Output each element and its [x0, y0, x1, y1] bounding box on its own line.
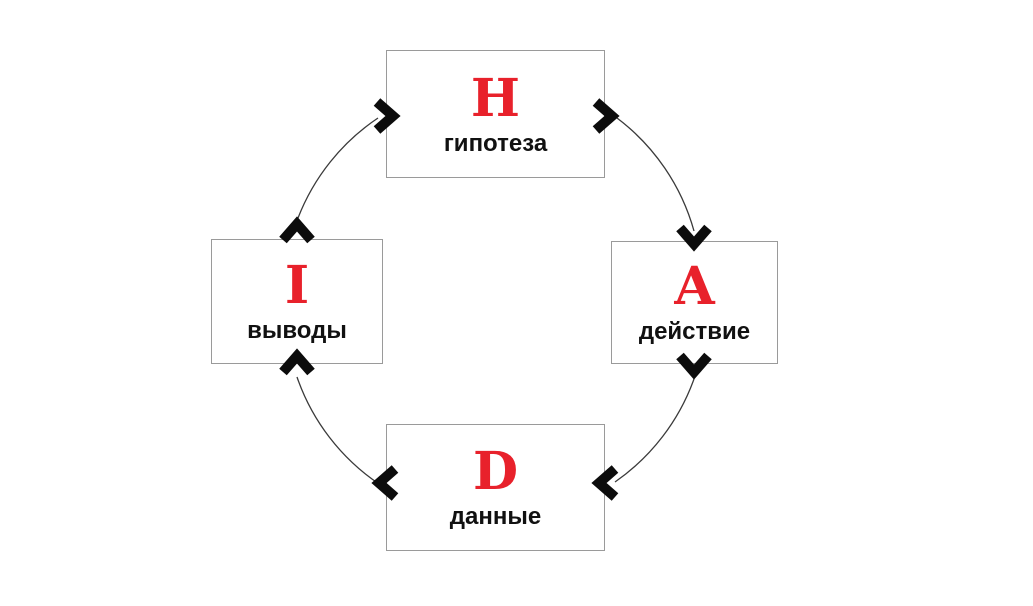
node-hypothesis-label: гипотеза: [443, 129, 548, 157]
node-hypothesis-letter: H: [470, 67, 521, 129]
node-hypothesis: H гипотеза: [386, 50, 605, 178]
node-action: A действие: [611, 241, 778, 364]
connector-data-to-insights: [296, 376, 380, 485]
connector-insights-to-hypothesis: [297, 117, 379, 219]
node-insights: I выводы: [211, 239, 383, 364]
node-insights-label: выводы: [247, 317, 347, 344]
connector-hypothesis-to-action: [616, 117, 695, 232]
connector-action-to-data: [614, 378, 695, 483]
node-data: D данные: [386, 424, 605, 551]
node-action-label: действие: [638, 318, 751, 345]
node-insights-letter: I: [284, 255, 310, 316]
chevron-up-icon: [279, 216, 315, 244]
node-action-letter: A: [674, 256, 715, 317]
node-data-label: данные: [449, 503, 542, 530]
node-data-letter: D: [472, 441, 519, 502]
